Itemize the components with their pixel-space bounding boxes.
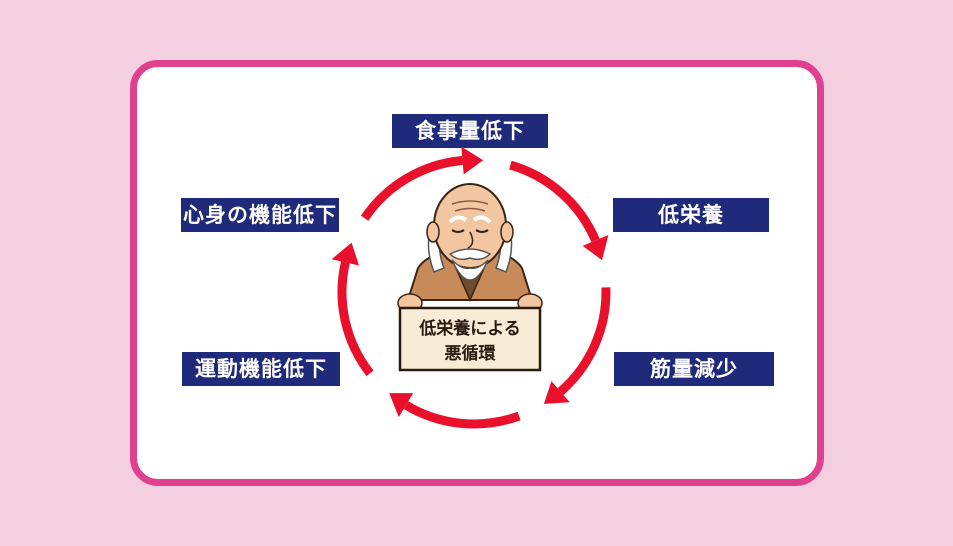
cycle-arrow-segment <box>509 160 600 243</box>
cycle-arrow-head <box>543 381 570 404</box>
center-sign-line2: 悪循環 <box>445 343 497 364</box>
cycle-arrow-segment <box>403 401 521 429</box>
cycle-arrow-head <box>331 242 359 266</box>
stage-label-undernutrition: 低栄養 <box>613 198 769 232</box>
stage-label-muscle-loss: 筋量減少 <box>614 352 774 386</box>
cycle-arrow-segment <box>360 156 463 221</box>
stage-label-food-intake: 食事量低下 <box>392 114 548 148</box>
cycle-arrow-segment <box>337 261 374 377</box>
cycle-arrow-head <box>389 393 414 418</box>
cycle-arrow-head <box>582 235 609 261</box>
cycle-arrow-head <box>461 146 484 175</box>
elderly-man-holding-sign-icon <box>397 183 543 313</box>
cycle-arrow-segment <box>557 287 611 395</box>
stage-label-mind-body-decline: 心身の機能低下 <box>181 198 339 232</box>
stage-label-motor-decline: 運動機能低下 <box>182 352 340 386</box>
center-sign <box>398 306 542 372</box>
center-sign-line1: 低栄養による <box>418 318 521 339</box>
circular-arrow-icon <box>331 146 611 429</box>
